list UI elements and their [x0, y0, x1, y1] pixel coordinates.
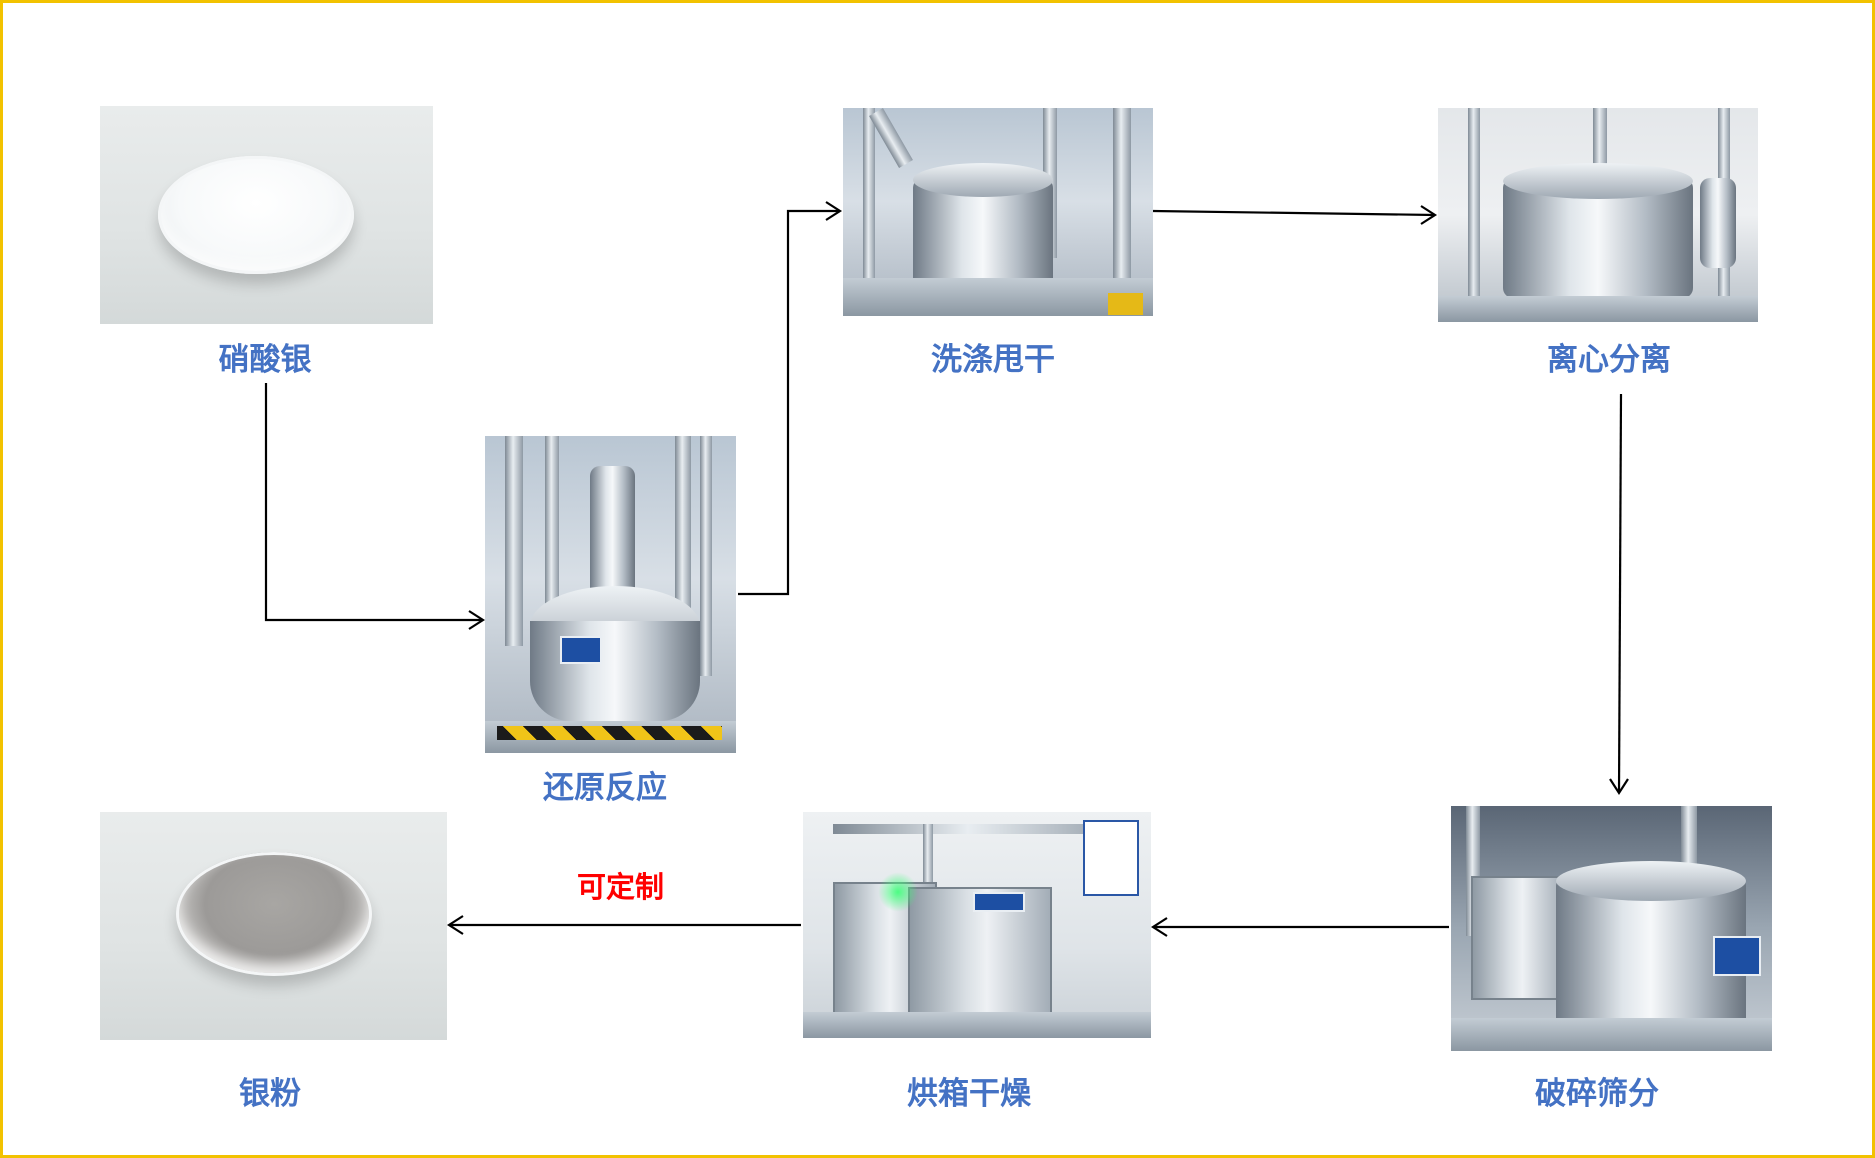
arrow-nitrate-to-reduction	[264, 383, 483, 622]
arrow-centrifuge-to-crush	[1617, 393, 1623, 794]
step-label-silver-powder: 银粉	[239, 1076, 301, 1112]
step-label-wash-spin-dry: 洗涤甩干	[931, 342, 1055, 378]
step-label-reduction: 还原反应	[543, 770, 667, 806]
customizable-note: 可定制	[577, 870, 665, 904]
arrow-wash-to-centrifuge	[1152, 209, 1436, 217]
arrow-reduction-to-wash	[738, 209, 840, 596]
step-label-silver-nitrate: 硝酸银	[218, 342, 312, 378]
reduction-reactor-photo	[485, 436, 736, 753]
step-label-crush-sieve: 破碎筛分	[1535, 1076, 1659, 1112]
silver-powder-photo	[100, 812, 447, 1040]
silver-nitrate-photo	[100, 106, 433, 324]
step-label-oven-drying: 烘箱干燥	[907, 1076, 1031, 1112]
centrifuge-photo	[1438, 108, 1758, 322]
crush-sieve-photo	[1451, 806, 1772, 1051]
oven-drying-photo	[803, 812, 1151, 1038]
wash-spin-dry-photo	[843, 108, 1153, 316]
step-label-centrifuge: 离心分离	[1547, 342, 1671, 378]
